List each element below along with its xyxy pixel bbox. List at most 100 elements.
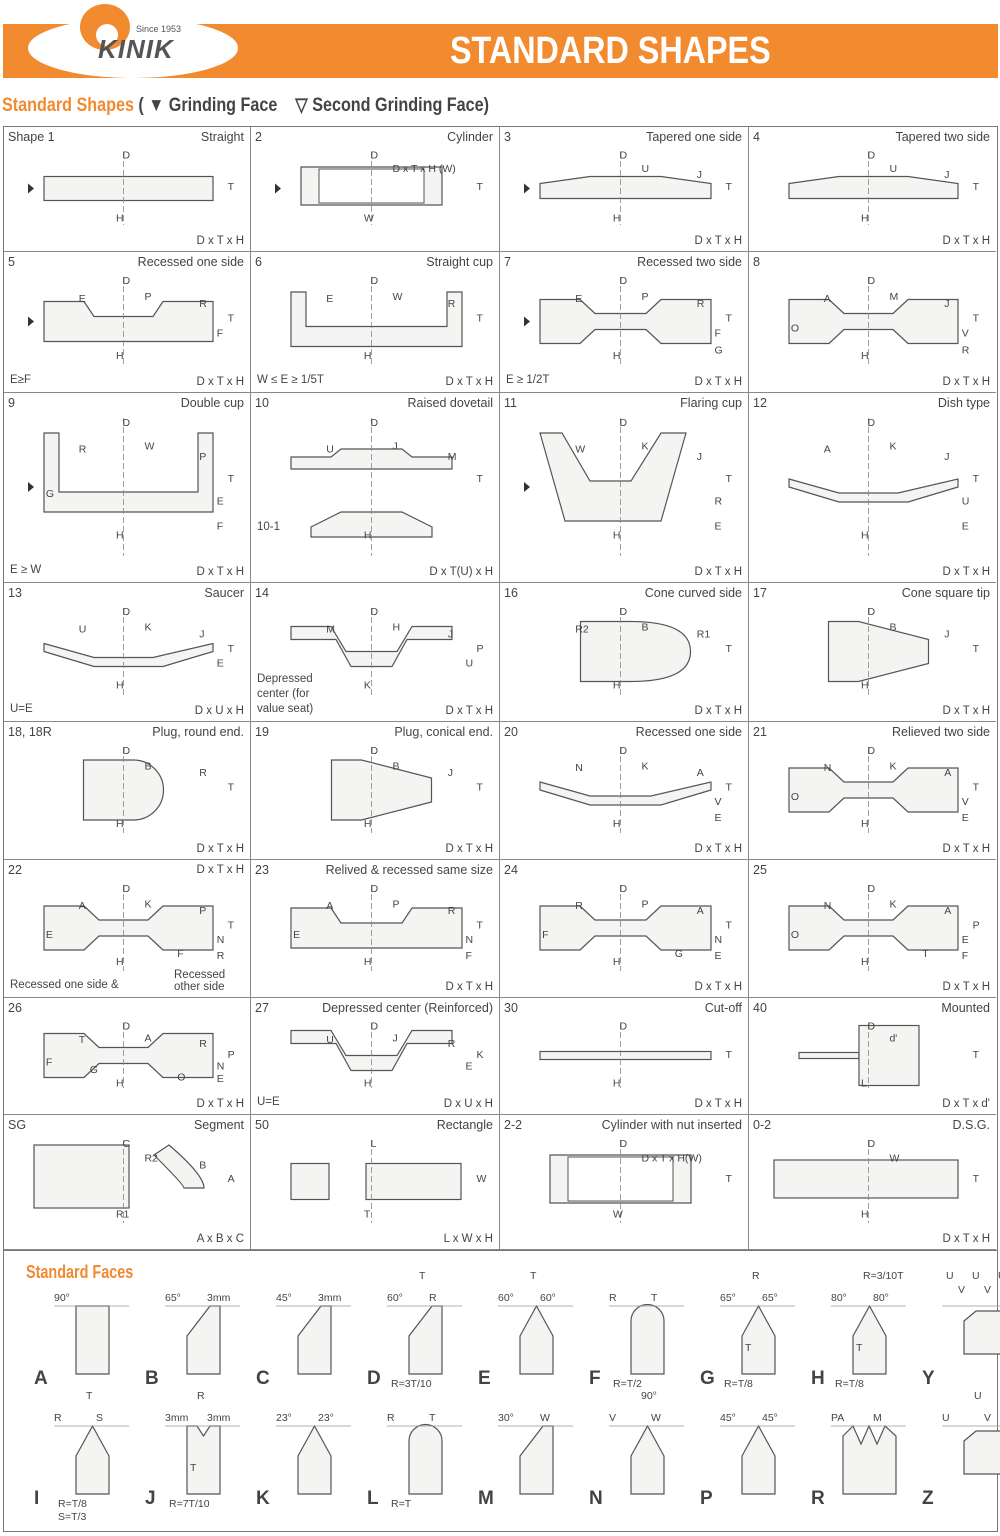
face-letter: Y [922,1368,935,1389]
face-note: R=7T/10 [169,1498,210,1510]
dimension-label: A [228,1173,235,1185]
dimension-label: N [824,762,832,774]
shape-number: 26 [8,1001,22,1015]
shape-number: 8 [753,255,760,269]
face-annotation: 65° [762,1292,778,1304]
shape-number: 2-2 [504,1118,523,1132]
dimension-label: D [868,417,876,429]
dimension-label: D [123,883,131,895]
dimension-label: R [79,444,87,456]
dimension-label: F [465,950,471,962]
shape-formula: D x U x H [443,1098,493,1110]
shape-formula: D x T x H [694,843,743,855]
dimension-label: D [868,150,876,162]
face-profile [498,1304,573,1375]
dimension-label: H [613,680,621,692]
dimension-label: H [364,818,372,830]
dimension-label: H [116,529,124,541]
shape-number: 13 [8,586,22,600]
shape-number: 22 [8,863,22,877]
dimension-label: T [228,181,235,193]
face-annotation: PA [831,1412,845,1424]
dimension-label: O [791,791,799,803]
shape-number: 23 [255,863,269,877]
dimension-label: H [364,350,372,362]
dimension-label: N [824,900,832,912]
section-title: Standard Shapes [2,95,134,116]
shape-note: W ≤ E ≥ 1/5T [257,374,324,386]
dimension-label: U [465,657,473,669]
dimension-label: T [726,1173,733,1185]
dimension-label: B [393,760,400,772]
dimension-label: E [962,812,969,824]
face-profile [54,1424,129,1495]
dimension-label: D [619,150,627,162]
shape-name: Dish type [937,396,990,410]
shape-formula: D x T x H [942,566,991,578]
dimension-label: E [326,293,333,305]
dimension-label: T [477,919,484,931]
face-annotation: V [984,1284,992,1296]
dimension-label: T [922,948,929,960]
face-profile [498,1425,573,1495]
dimension-label: T [228,643,235,655]
kinik-logo: Since 1953 KINIK [28,4,238,78]
shape-formula: D x T x H [694,705,743,717]
dimension-label: T [477,781,484,793]
dimension-label: A [944,905,951,917]
dimension-label: P [144,291,151,303]
shape-formula: D x T x H [942,705,991,717]
wheel-profile [310,511,433,538]
face-letter: F [589,1368,601,1389]
dimension-label: K [889,898,896,910]
face-y: YUVUVUV [922,1270,1000,1400]
dimension-label: D [123,150,131,162]
dimension-label: J [393,441,398,453]
dimension-label: T [477,473,484,485]
dimension-label: A [79,900,86,912]
shape-name: Tapered one side [646,130,742,144]
dimension-label: V [962,796,969,808]
face-annotation: 3mm [207,1292,231,1304]
shape-formula: D x T x H [445,981,494,993]
dimension-label: F [46,1057,52,1069]
dimension-label: H [613,350,621,362]
dimension-label: D [370,1021,378,1033]
dimension-label: G [90,1064,98,1076]
dimension-label: T [973,313,980,325]
shape-formula: D x T x H [694,981,743,993]
face-annotation: T [190,1462,197,1474]
dimension-label: R2 [575,623,589,635]
dimension-label: D x T x H (W) [393,163,456,175]
dimension-label: D [619,606,627,618]
face-annotation: 45° [762,1412,778,1424]
dimension-label: B [889,621,896,633]
dimension-label: D [868,883,876,895]
face-annotation: T [745,1342,752,1354]
face-letter: P [700,1488,713,1509]
dimension-label: R [575,900,583,912]
face-profile [165,1305,240,1375]
dimension-label: J [697,169,702,181]
wheel-profile [43,642,214,668]
dimension-label: E [714,812,721,824]
shape-formula: D x T x H [196,843,245,855]
dimension-label: K [889,760,896,772]
face-annotation: T [651,1292,658,1304]
section-heading: Standard Shapes ( ▼ Grinding Face ▽ Seco… [2,94,489,117]
dimension-label: E [465,1060,472,1072]
dimension-label: A [944,767,951,779]
dimension-label: D [619,745,627,757]
face-annotation: R [429,1292,437,1304]
